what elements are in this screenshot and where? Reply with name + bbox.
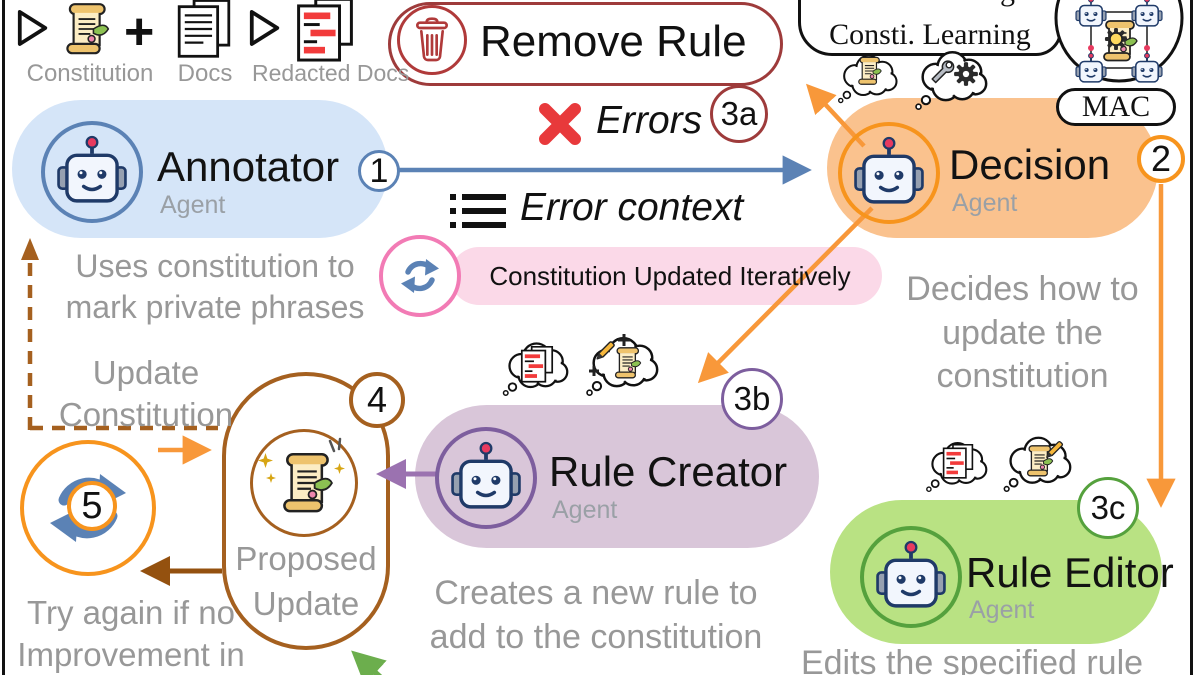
rule-editor-robot-icon bbox=[873, 539, 949, 615]
badge-2: 2 bbox=[1137, 135, 1185, 183]
trash-icon bbox=[412, 16, 452, 64]
proposed-update-ring bbox=[250, 429, 358, 537]
decision-robot-ring bbox=[838, 122, 940, 224]
decision-thought-bubbles bbox=[837, 50, 988, 110]
annotator-robot-ring bbox=[41, 121, 143, 223]
badge-3c: 3c bbox=[1077, 477, 1139, 539]
badge-3a-text: 3a bbox=[720, 95, 758, 132]
caption-line: Update bbox=[92, 354, 200, 391]
rule-editor-name: Rule Editor bbox=[966, 549, 1174, 596]
badge-3c-text: 3c bbox=[1090, 489, 1126, 526]
proposed-update-capsule bbox=[222, 372, 390, 650]
thought-plus-marks bbox=[589, 334, 630, 376]
caption-line: constitution bbox=[936, 357, 1109, 396]
caption-line: Try again if no bbox=[27, 594, 235, 631]
constitution-icon bbox=[50, 0, 122, 60]
decision-role: Agent bbox=[952, 189, 1018, 217]
caption-line: update the bbox=[942, 313, 1103, 352]
figure-border-right bbox=[1190, 0, 1193, 675]
caption-line: Creates a new rule to bbox=[434, 574, 758, 612]
badge-2-text: 2 bbox=[1150, 138, 1172, 179]
proposed-constitution-icon bbox=[258, 437, 345, 513]
error-context-label: Error context bbox=[520, 186, 744, 229]
decision-name: Decision bbox=[949, 141, 1111, 188]
redacted-docs-icon bbox=[288, 0, 362, 64]
errors-label: Errors bbox=[596, 99, 703, 142]
badge-3b: 3b bbox=[721, 368, 783, 430]
bubble-partial-line: g bbox=[1000, 0, 1015, 8]
rule-creator-robot-ring bbox=[435, 427, 537, 529]
decision-robot-icon bbox=[851, 135, 927, 211]
play-icon bbox=[249, 10, 280, 46]
figure-border-left bbox=[2, 0, 5, 675]
mac-bulb-icon bbox=[1109, 32, 1123, 46]
rule-editor-role: Agent bbox=[969, 596, 1035, 624]
badge-1-text: 1 bbox=[369, 151, 389, 190]
iteration-refresh-ring bbox=[379, 235, 461, 317]
badge-4-text: 4 bbox=[366, 379, 388, 420]
badge-3a: 3a bbox=[710, 85, 768, 143]
annotator-caption: Uses constitution to mark private phrase… bbox=[20, 246, 410, 328]
try-again-caption: Try again if no Improvement in F1 bbox=[0, 592, 262, 675]
badge-3b-text: 3b bbox=[733, 380, 771, 417]
rule-creator-role: Agent bbox=[552, 496, 618, 524]
rule-editor-robot-ring bbox=[860, 526, 962, 628]
iteration-label: Constitution Updated Iteratively bbox=[489, 261, 851, 291]
rule-creator-robot-icon bbox=[448, 440, 524, 516]
remove-rule-label: Remove Rule bbox=[480, 17, 747, 66]
rule-creator-caption: Creates a new rule to add to the constit… bbox=[400, 572, 792, 659]
mac-oval: MAC bbox=[1056, 88, 1176, 126]
mac-agents-circle bbox=[1054, 0, 1184, 83]
badge-4: 4 bbox=[349, 372, 405, 428]
consti-learning-bubble bbox=[798, 0, 1062, 56]
docs-label: Docs bbox=[177, 60, 233, 87]
error-x-icon bbox=[539, 103, 581, 145]
mac-label: MAC bbox=[1081, 90, 1151, 123]
plus-sign: + bbox=[124, 3, 155, 61]
caption-line: Improvement in F1 bbox=[17, 636, 245, 674]
caption-line: Decides how to bbox=[906, 270, 1139, 308]
thought-gear-icon bbox=[954, 62, 978, 86]
update-constitution-label: Update Constitution bbox=[46, 352, 246, 436]
caption-line: Update bbox=[252, 584, 360, 622]
annotator-robot-icon bbox=[54, 134, 130, 210]
rule-creator-name: Rule Creator bbox=[549, 448, 788, 495]
trash-icon-ring bbox=[397, 5, 467, 75]
play-icon bbox=[17, 10, 48, 46]
docs-icon bbox=[168, 0, 240, 60]
annotator-role: Agent bbox=[160, 191, 226, 219]
caption-line: Uses constitution to bbox=[75, 248, 355, 284]
badge-5: 5 bbox=[67, 481, 117, 531]
decision-caption: Decides how to update the constitution bbox=[880, 268, 1165, 399]
caption-line: Constitution bbox=[58, 396, 234, 434]
proposed-update-label: Proposed Update bbox=[230, 537, 382, 627]
rule-editor-thought-bubbles bbox=[925, 436, 1072, 492]
caption-line: mark private phrases bbox=[65, 288, 365, 325]
caption-line: add to the constitution bbox=[429, 617, 763, 656]
caption-line: Proposed bbox=[235, 540, 377, 577]
badge-5-text: 5 bbox=[81, 484, 103, 527]
error-context-list-icon bbox=[450, 194, 506, 228]
rule-creator-thought-bubbles bbox=[502, 334, 659, 396]
badge-1: 1 bbox=[358, 150, 400, 192]
redacted-docs-label: Redacted Docs bbox=[252, 60, 410, 86]
rule-editor-caption: Edits the specified rule bbox=[800, 644, 1144, 675]
annotator-name: Annotator bbox=[157, 143, 340, 190]
consti-learning-label: Consti. Learning bbox=[829, 18, 1031, 51]
constitution-label: Constitution bbox=[26, 60, 154, 87]
